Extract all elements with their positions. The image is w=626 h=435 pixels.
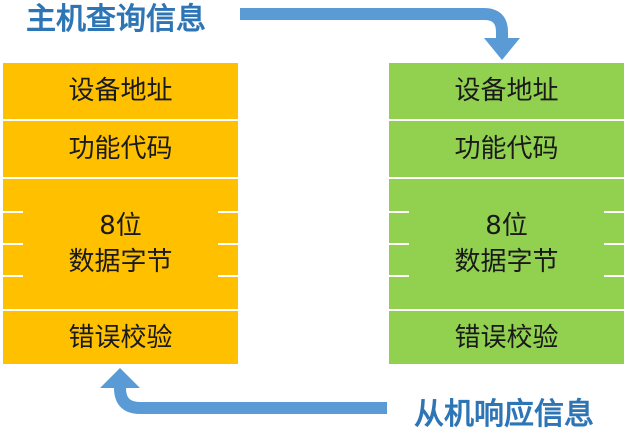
byte-divider bbox=[604, 211, 624, 213]
response-frame: 设备地址 功能代码 8位 数据字节 错误校验 bbox=[388, 62, 625, 365]
query-caption: 主机查询信息 bbox=[26, 2, 206, 37]
byte-divider bbox=[389, 243, 409, 245]
query-arrowhead-icon bbox=[484, 38, 520, 60]
field-device-address: 设备地址 bbox=[3, 63, 238, 119]
byte-divider bbox=[218, 243, 238, 245]
byte-divider bbox=[389, 211, 409, 213]
response-caption: 从机响应信息 bbox=[414, 397, 594, 432]
field-data-bytes: 8位 数据字节 bbox=[389, 179, 624, 309]
field-error-check: 错误校验 bbox=[3, 311, 238, 364]
field-error-check: 错误校验 bbox=[389, 311, 624, 364]
byte-divider bbox=[389, 275, 409, 277]
byte-divider bbox=[3, 243, 23, 245]
byte-divider bbox=[218, 275, 238, 277]
response-arrow-body-icon bbox=[114, 384, 387, 414]
field-function-code-label: 功能代码 bbox=[454, 134, 559, 164]
query-frame: 设备地址 功能代码 8位 数据字节 错误校验 bbox=[2, 62, 239, 365]
byte-divider bbox=[604, 275, 624, 277]
field-function-code: 功能代码 bbox=[389, 121, 624, 177]
field-data-bytes-label-line1: 8位 bbox=[485, 211, 528, 241]
byte-divider bbox=[604, 243, 624, 245]
field-device-address: 设备地址 bbox=[389, 63, 624, 119]
byte-divider bbox=[3, 211, 23, 213]
field-function-code: 功能代码 bbox=[3, 121, 238, 177]
byte-divider bbox=[3, 275, 23, 277]
field-data-bytes-label-line2: 数据字节 bbox=[68, 247, 173, 277]
query-arrow-body-icon bbox=[240, 8, 508, 40]
query-arrow-icon bbox=[240, 13, 516, 60]
response-arrowhead-icon bbox=[100, 368, 140, 388]
field-function-code-label: 功能代码 bbox=[68, 134, 173, 164]
field-device-address-label: 设备地址 bbox=[68, 76, 173, 106]
field-device-address-label: 设备地址 bbox=[454, 76, 559, 106]
field-data-bytes: 8位 数据字节 bbox=[3, 179, 238, 309]
field-data-bytes-label-line1: 8位 bbox=[99, 211, 142, 241]
field-error-check-label: 错误校验 bbox=[454, 322, 559, 353]
field-error-check-label: 错误校验 bbox=[68, 322, 173, 353]
byte-divider bbox=[218, 211, 238, 213]
field-data-bytes-label-line2: 数据字节 bbox=[454, 247, 559, 277]
